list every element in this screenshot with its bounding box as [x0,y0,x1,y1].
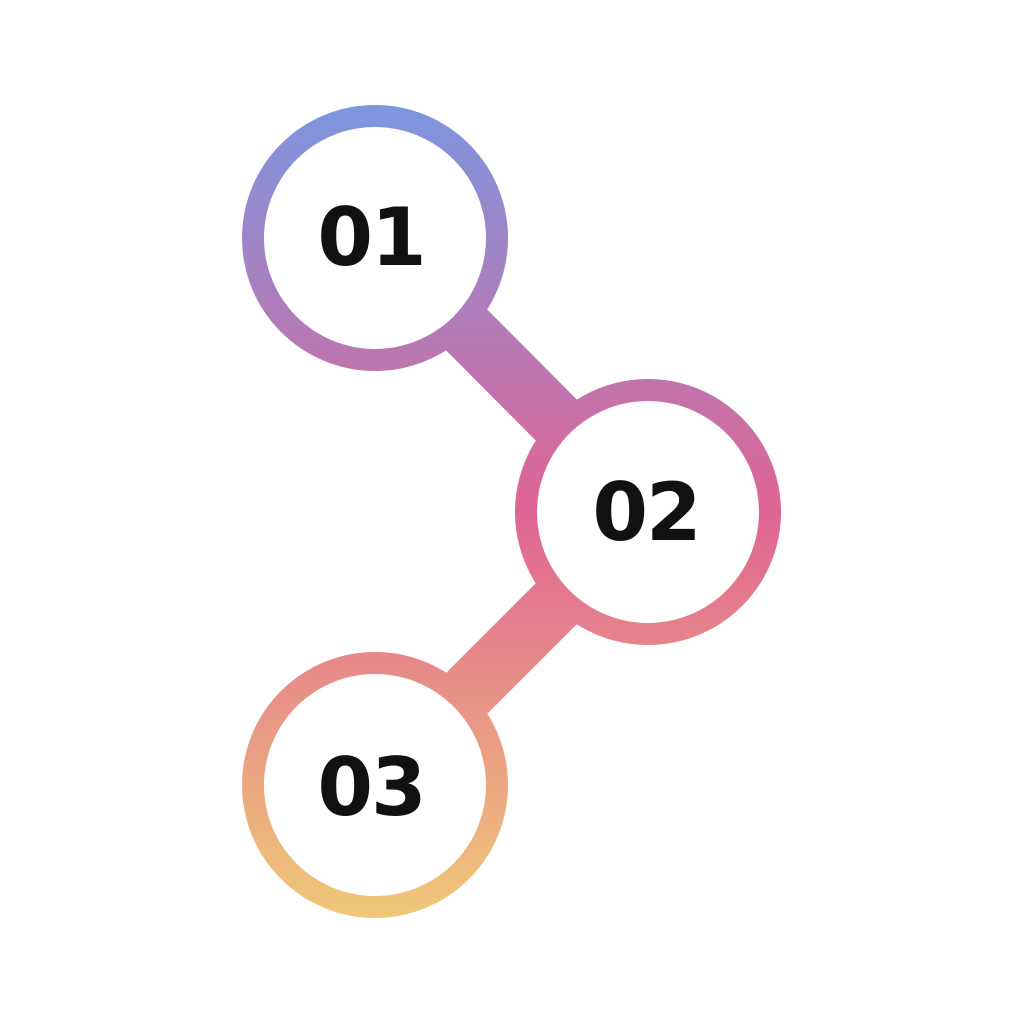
step-03-number: 03 [317,741,424,834]
step-01-node [264,127,486,349]
step-02-node [537,401,759,623]
step-01-number: 01 [317,191,424,284]
step-02-number: 02 [592,466,699,559]
step-03-node [264,674,486,896]
